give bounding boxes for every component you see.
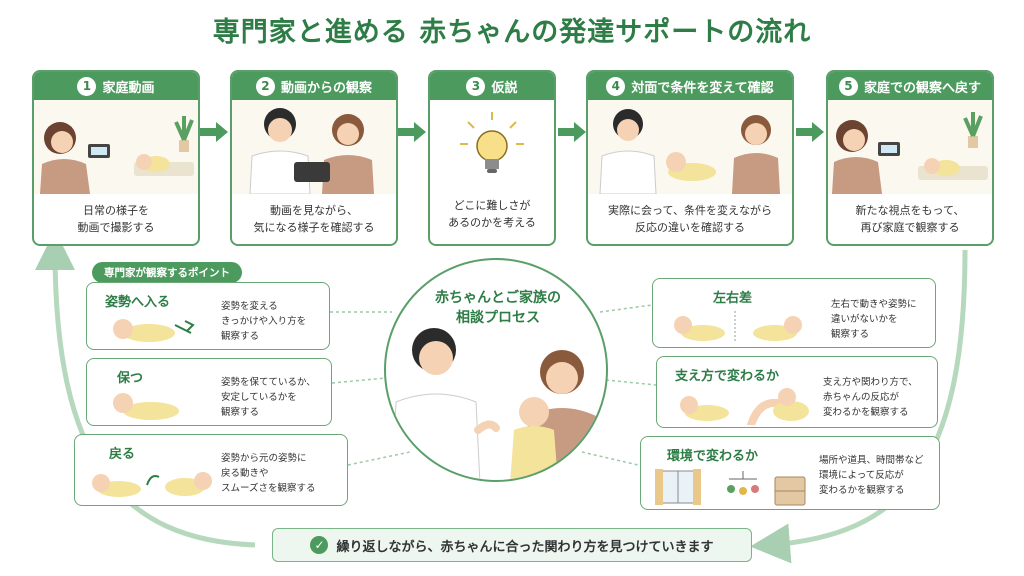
check-circle-icon: ✓ <box>310 536 329 554</box>
step-label: 仮説 <box>491 80 518 96</box>
point-description: 姿勢から元の姿勢に 戻る動きや スムーズさを観察する <box>221 453 316 494</box>
repeat-message-bar: ✓ 繰り返しながら、赤ちゃんに合った関わり方を見つけていきます <box>272 528 752 562</box>
point-box-hold-posture: 保つ 姿勢を保てているか、 安定しているかを 観察する <box>86 358 332 426</box>
step-header: 5 家庭での観察へ戻す <box>828 72 992 100</box>
baby-support-illustration <box>680 388 809 425</box>
step-number: 2 <box>255 76 275 96</box>
section-label: 専門家が観察するポイント <box>92 262 242 283</box>
point-title: 支え方で変わるか <box>675 369 780 384</box>
step-card-5: 5 家庭での観察へ戻す 新たな視点をもって、 再び家庭で観察する <box>826 70 994 246</box>
point-title: 姿勢へ入る <box>105 295 171 310</box>
point-description: 支え方や関わり方で、 赤ちゃんの反応が 変わるかを観察する <box>823 377 918 418</box>
center-title: 赤ちゃんとご家族の 相談プロセス <box>435 290 561 326</box>
point-box-return-posture: 戻る 姿勢から元の姿勢に 戻る動きや スムーズさを観察する <box>74 434 348 506</box>
step-description: 実際に会って、条件を変えながら 反応の違いを確認する <box>608 204 772 234</box>
step-label: 対面で条件を変えて確認 <box>631 80 774 96</box>
flow-arrow-icon <box>796 122 824 142</box>
flow-arrow-icon <box>558 122 586 142</box>
step-number: 3 <box>466 76 486 96</box>
reviewing-video-illustration <box>232 100 396 194</box>
step-description: 新たな視点をもって、 再び家庭で観察する <box>855 204 965 234</box>
step-card-3: 3 仮説 なぜそうなるのか、 どこに難しさが あるのかを考える <box>428 70 556 246</box>
baby-prone-illustration <box>113 393 179 420</box>
point-box-enter-posture: 姿勢へ入る 姿勢を変える きっかけや入り方を 観察する <box>86 282 330 350</box>
step-card-2: 2 動画からの観察 動画を見ながら、 気になる様子を確認する <box>230 70 398 246</box>
family-consultation-illustration <box>391 328 600 480</box>
point-description: 左右で動きや姿勢に 違いがないかを 観察する <box>831 299 917 340</box>
step-header: 1 家庭動画 <box>34 72 198 100</box>
flow-arrow-icon <box>200 122 228 142</box>
page-title: 専門家と進める 赤ちゃんの発達サポートの流れ <box>212 17 812 48</box>
step-card-1: 1 家庭動画 日常の様子を 動画で撮影する <box>32 70 200 246</box>
point-description: 姿勢を変える きっかけや入り方を 観察する <box>221 301 307 342</box>
point-box-support-change: 支え方で変わるか 支え方や関わり方で、 赤ちゃんの反応が 変わるかを観察する <box>656 356 938 428</box>
environment-items-illustration <box>655 469 806 506</box>
in-person-session-illustration <box>588 100 792 194</box>
step-header: 4 対面で条件を変えて確認 <box>588 72 792 100</box>
consultation-process-circle: 赤ちゃんとご家族の 相談プロセス <box>384 258 608 482</box>
point-title: 左右差 <box>713 291 753 306</box>
step-header: 2 動画からの観察 <box>232 72 396 100</box>
parent-filming-baby-illustration <box>34 100 198 194</box>
step-label: 動画からの観察 <box>280 80 372 96</box>
point-description: 姿勢を保てているか、 安定しているかを 観察する <box>221 377 316 418</box>
point-title: 戻る <box>109 447 136 462</box>
point-description: 場所や道具、時間帯など 環境によって反応が 変わるかを観察する <box>819 455 924 496</box>
point-title: 環境で変わるか <box>667 449 759 464</box>
point-box-left-right-difference: 左右差 左右で動きや姿勢に 違いがないかを 観察する <box>652 278 936 348</box>
point-title: 保つ <box>117 371 144 386</box>
step-number: 1 <box>77 76 97 96</box>
baby-rolling-illustration <box>113 319 195 342</box>
step-label: 家庭での観察へ戻す <box>863 80 981 96</box>
step-card-4: 4 対面で条件を変えて確認 実際に会って、条件を変えながら 反応の違いを確認する <box>586 70 794 246</box>
step-label: 家庭動画 <box>102 80 155 96</box>
step-number: 5 <box>838 76 858 96</box>
repeat-message-text: 繰り返しながら、赤ちゃんに合った関わり方を見つけていきます <box>336 539 714 555</box>
step-description: 動画を見ながら、 気になる様子を確認する <box>253 204 375 234</box>
parent-filming-baby-illustration <box>828 100 992 194</box>
baby-return-illustration <box>92 472 212 497</box>
step-number: 4 <box>606 76 626 96</box>
flow-arrow-icon <box>398 122 426 142</box>
lightbulb-icon <box>430 100 554 194</box>
baby-left-right-illustration <box>674 311 802 343</box>
point-box-environment-change: 環境で変わるか 場所や道具、時間帯など 環境によって反応が 変わるかを観察する <box>640 436 940 510</box>
step-header: 3 仮説 <box>430 72 554 100</box>
step-description: 日常の様子を 動画で撮影する <box>77 204 155 234</box>
